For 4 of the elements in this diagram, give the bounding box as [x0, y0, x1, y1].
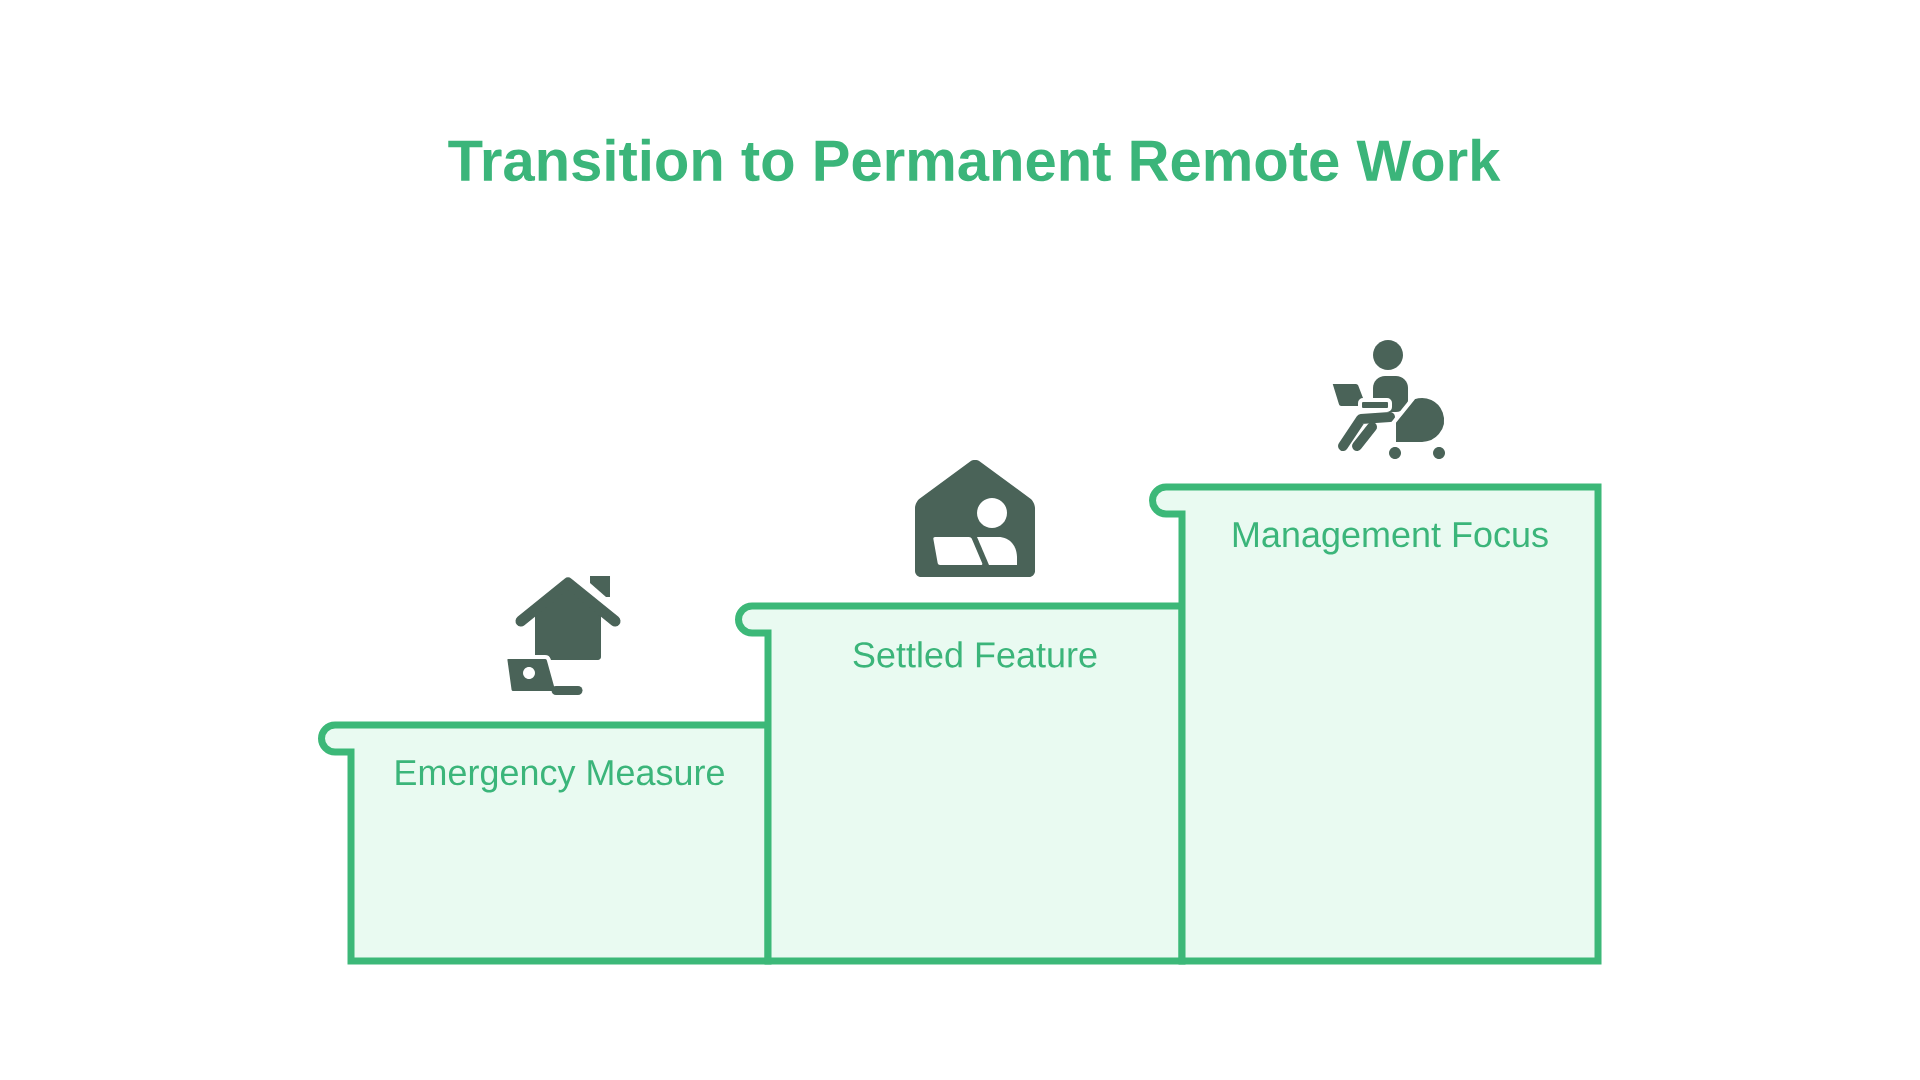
step-box: Emergency Measure: [318, 721, 772, 965]
step-box: Settled Feature: [735, 602, 1186, 965]
title: Transition to Permanent Remote Work: [448, 138, 1501, 182]
step-box: Management Focus: [1149, 483, 1602, 965]
